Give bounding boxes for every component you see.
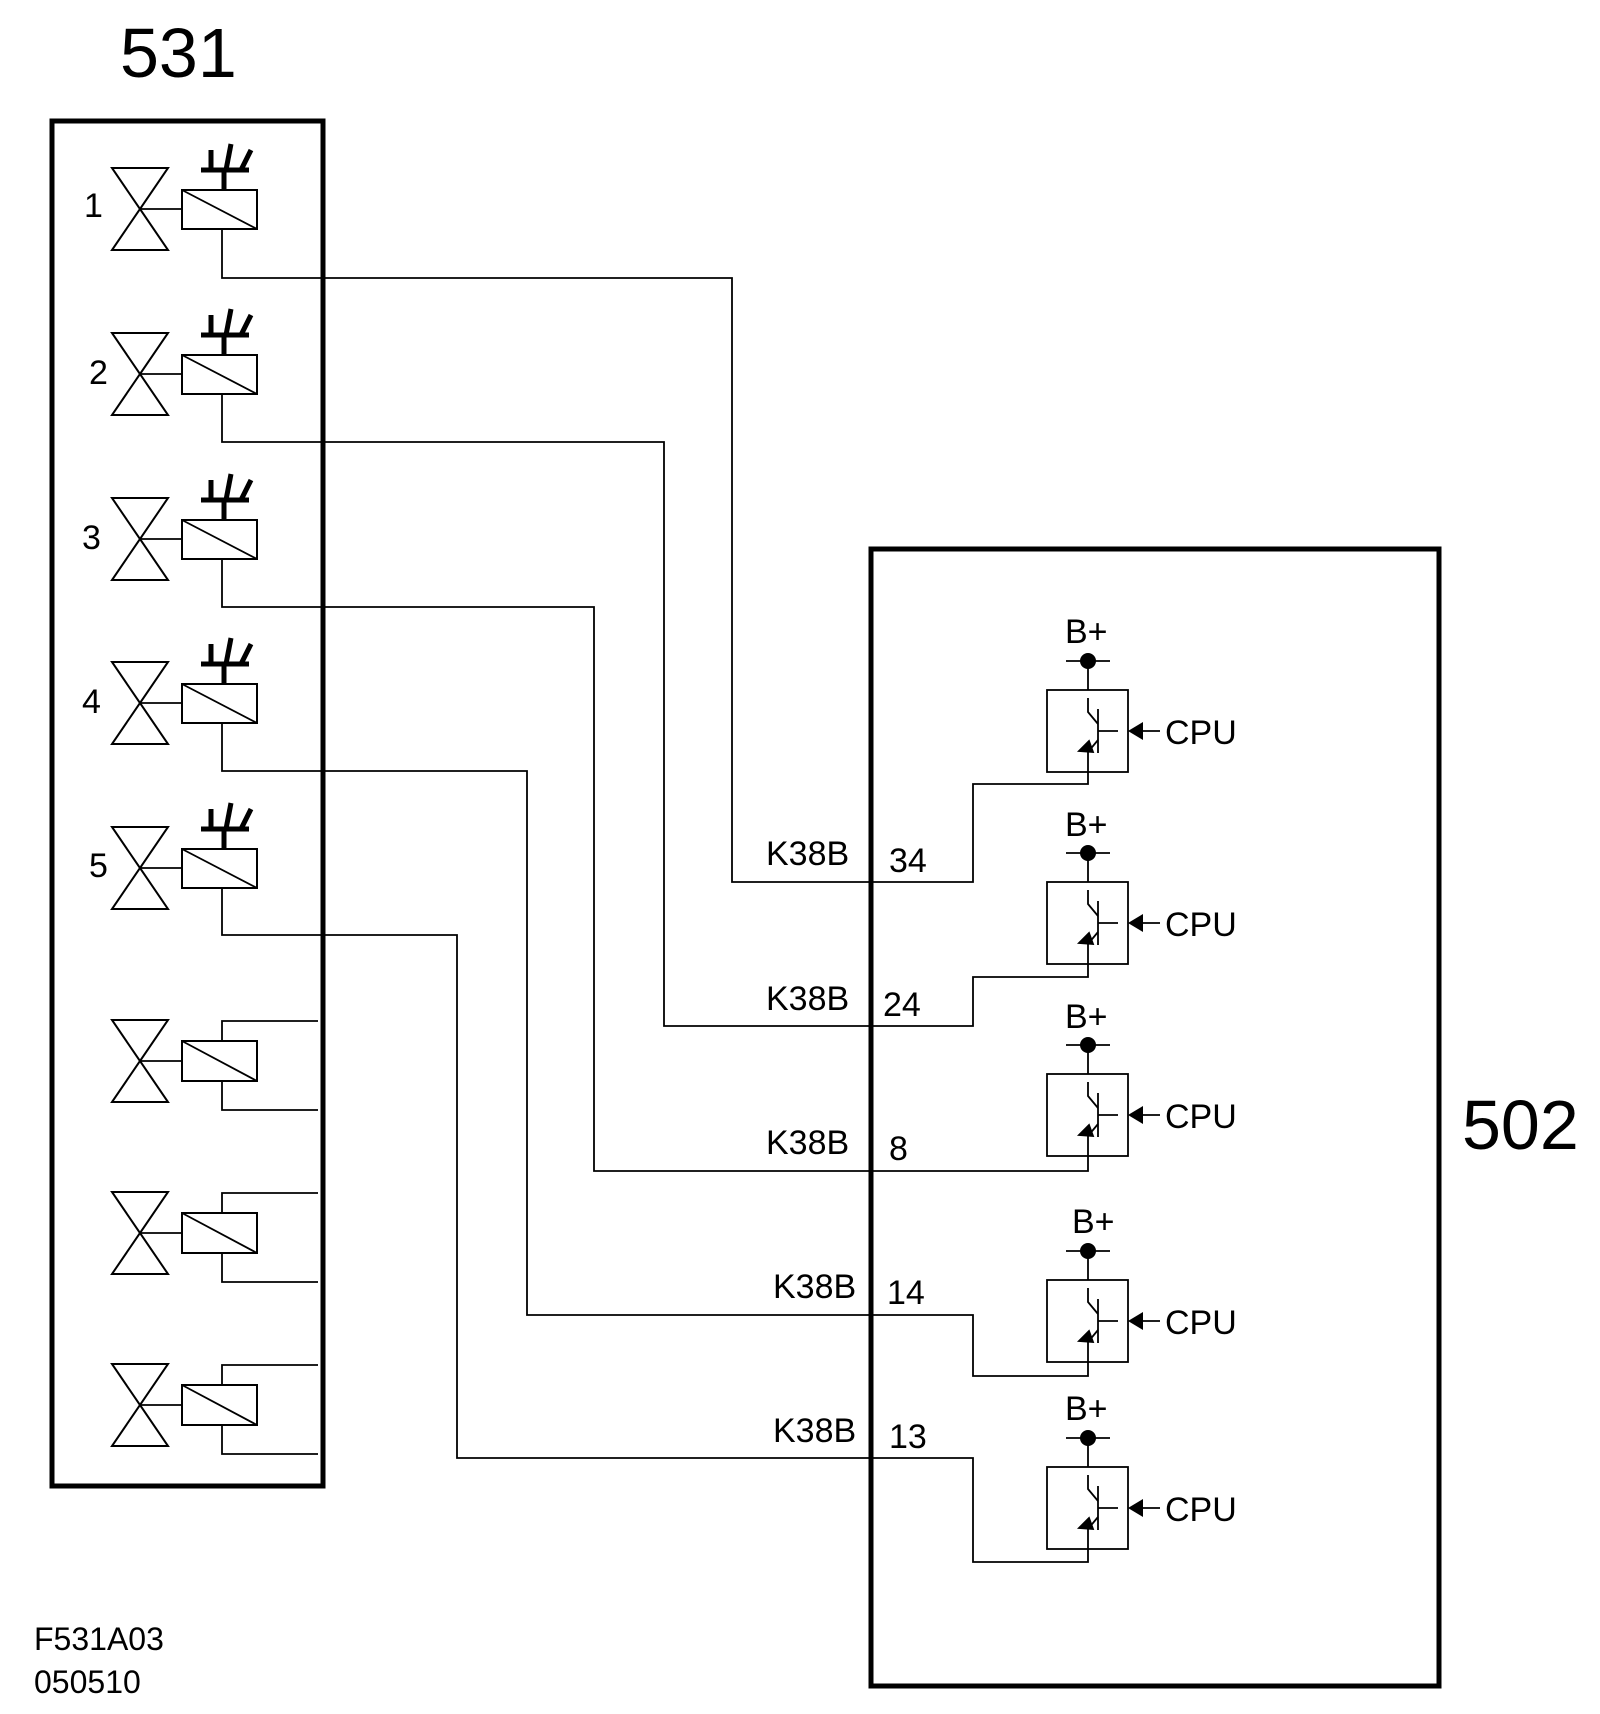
connector-labels: K38B 34 K38B 24 K38B 8 K38B 14 K38B 13 bbox=[766, 835, 927, 1456]
pin-label: 34 bbox=[889, 842, 927, 880]
valve-group: 1 2 3 4 bbox=[82, 143, 318, 1455]
supply-label: B+ bbox=[1065, 806, 1108, 844]
driver-group: B+ CPU B+ CPU B+ bbox=[1046, 613, 1237, 1550]
wire-valve-2 bbox=[221, 394, 1089, 1027]
transistor-icon bbox=[1076, 1288, 1118, 1362]
transistor-icon bbox=[1076, 698, 1118, 772]
valve-spare-3 bbox=[110, 1363, 318, 1455]
supply-label: B+ bbox=[1072, 1203, 1115, 1241]
wire-group bbox=[221, 229, 1089, 1563]
valve-spare-1 bbox=[110, 1019, 318, 1111]
driver-4: B+ CPU bbox=[1046, 1203, 1237, 1363]
cpu-arrow-icon bbox=[1128, 914, 1143, 932]
valve-2: 2 bbox=[89, 308, 258, 416]
manual-override-icon bbox=[201, 473, 254, 520]
pin-label: 13 bbox=[889, 1418, 927, 1456]
connector-label: K38B bbox=[766, 980, 849, 1018]
block-502-outline bbox=[868, 546, 1442, 1689]
valve-4: 4 bbox=[82, 637, 258, 745]
driver-2: B+ CPU bbox=[1046, 806, 1237, 965]
wire-valve-3 bbox=[221, 559, 1089, 1172]
valve-number: 1 bbox=[84, 187, 103, 225]
manual-override-icon bbox=[201, 637, 254, 684]
shorted-coil-wire bbox=[221, 1364, 318, 1385]
manual-override-icon bbox=[201, 143, 254, 190]
shorted-coil-wire bbox=[221, 1192, 318, 1213]
valve-3: 3 bbox=[82, 473, 258, 581]
connector-label: K38B bbox=[773, 1412, 856, 1450]
wire-valve-4 bbox=[221, 723, 1089, 1377]
transistor-icon bbox=[1076, 1475, 1118, 1549]
connector-label: K38B bbox=[766, 835, 849, 873]
cpu-arrow-icon bbox=[1128, 1312, 1143, 1330]
shorted-coil-wire bbox=[221, 1020, 318, 1041]
figure-date: 050510 bbox=[34, 1664, 141, 1700]
pin-label: 24 bbox=[883, 986, 921, 1024]
valve-number: 3 bbox=[82, 519, 101, 557]
cpu-label: CPU bbox=[1165, 1491, 1237, 1529]
wire-valve-5 bbox=[221, 888, 1089, 1563]
supply-label: B+ bbox=[1065, 613, 1108, 651]
block-531-outline bbox=[49, 118, 326, 1489]
cpu-label: CPU bbox=[1165, 714, 1237, 752]
valve-spare-2 bbox=[110, 1191, 318, 1283]
cpu-label: CPU bbox=[1165, 1304, 1237, 1342]
cpu-label: CPU bbox=[1165, 906, 1237, 944]
manual-override-icon bbox=[201, 802, 254, 849]
supply-label: B+ bbox=[1065, 1390, 1108, 1428]
pin-label: 14 bbox=[887, 1274, 925, 1312]
block-531-label: 531 bbox=[120, 14, 237, 92]
connector-label: K38B bbox=[773, 1268, 856, 1306]
transistor-icon bbox=[1076, 890, 1118, 964]
wire-valve-1 bbox=[221, 229, 1089, 883]
cpu-arrow-icon bbox=[1128, 1106, 1143, 1124]
valve-number: 5 bbox=[89, 847, 108, 885]
driver-5: B+ CPU bbox=[1046, 1390, 1237, 1550]
valve-1: 1 bbox=[84, 143, 258, 251]
cpu-arrow-icon bbox=[1128, 1499, 1143, 1517]
pin-label: 8 bbox=[889, 1130, 908, 1168]
block-502-label: 502 bbox=[1462, 1086, 1579, 1164]
connector-label: K38B bbox=[766, 1124, 849, 1162]
driver-3: B+ CPU bbox=[1046, 998, 1237, 1157]
valve-number: 2 bbox=[89, 354, 108, 392]
driver-1: B+ CPU bbox=[1046, 613, 1237, 773]
figure-code: F531A03 bbox=[34, 1621, 164, 1657]
cpu-label: CPU bbox=[1165, 1098, 1237, 1136]
manual-override-icon bbox=[201, 308, 254, 355]
transistor-icon bbox=[1076, 1082, 1118, 1156]
valve-5: 5 bbox=[89, 802, 258, 910]
supply-label: B+ bbox=[1065, 998, 1108, 1036]
valve-number: 4 bbox=[82, 683, 101, 721]
cpu-arrow-icon bbox=[1128, 722, 1143, 740]
